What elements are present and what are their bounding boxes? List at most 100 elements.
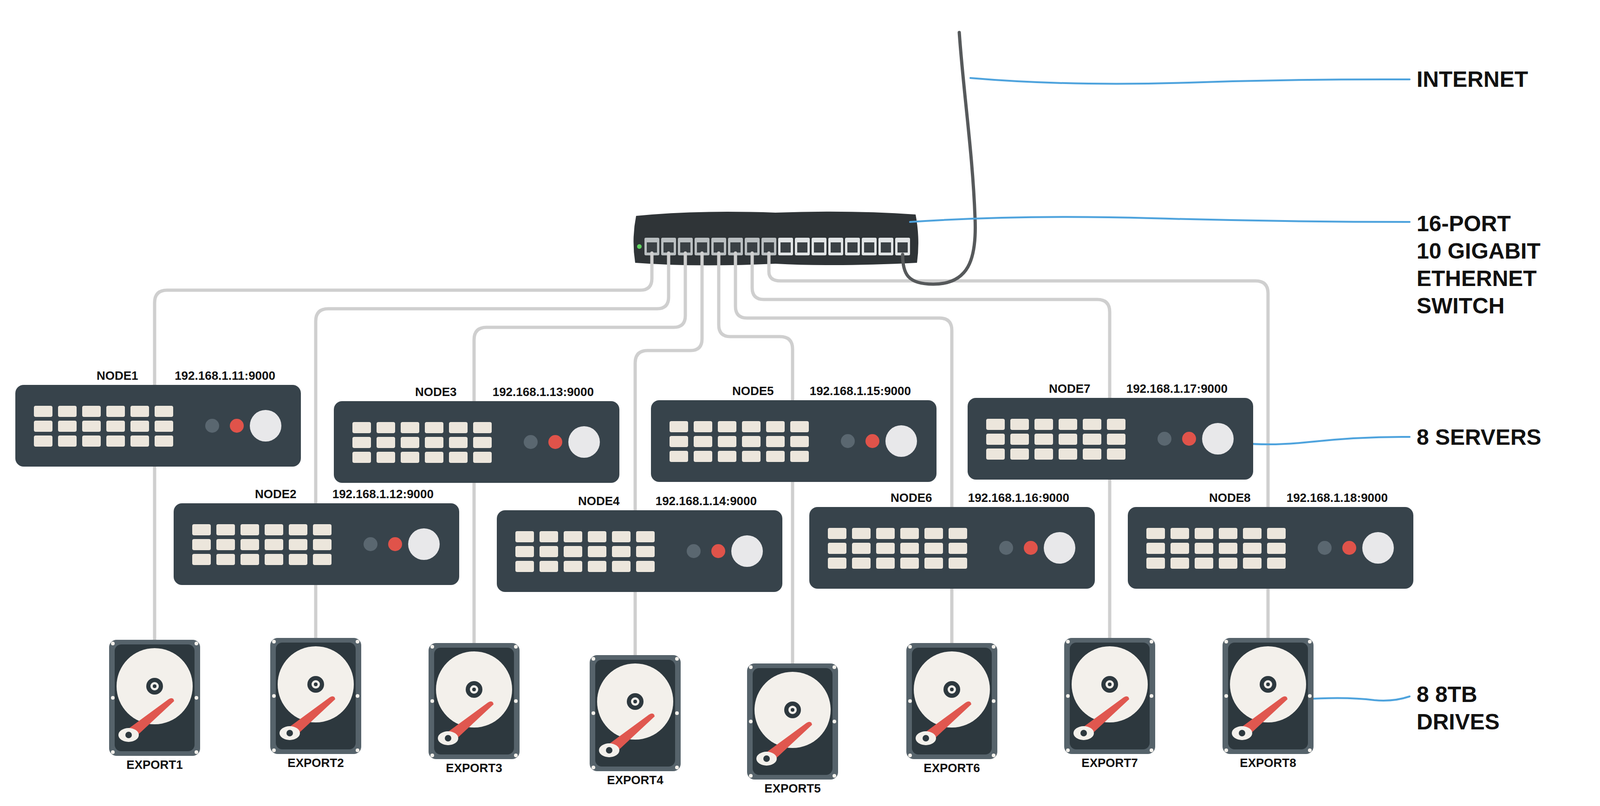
drive-bay	[948, 527, 968, 540]
drive-case	[270, 637, 362, 755]
screw	[675, 711, 679, 716]
server-shape	[15, 384, 301, 467]
drive-bay	[1267, 527, 1286, 540]
drive-shape	[906, 643, 998, 760]
status-light	[363, 537, 378, 552]
hub-ring	[1263, 680, 1273, 689]
drive-bay	[216, 524, 235, 536]
screw	[748, 719, 753, 724]
drive-well	[1069, 642, 1150, 750]
pivot-pin	[763, 755, 770, 762]
drive-bay	[717, 421, 737, 433]
power-light	[388, 537, 403, 552]
drive-bay	[1170, 557, 1190, 569]
drive-bay	[33, 435, 53, 447]
drive-bay	[1034, 448, 1054, 460]
server-node: NODE5192.168.1.15:9000	[650, 383, 937, 482]
drive-node: EXPORT1	[107, 639, 202, 772]
server-chassis	[496, 510, 783, 592]
drive-bay	[1218, 542, 1238, 554]
drive-bay	[900, 557, 919, 569]
screw	[110, 641, 115, 646]
power-light	[229, 418, 244, 433]
drive-name: EXPORT1	[107, 757, 202, 772]
drive-bay	[693, 450, 713, 462]
server-heading: NODE1192.168.1.11:9000	[15, 368, 301, 385]
drive-bay	[741, 421, 761, 433]
cable-connector	[791, 481, 795, 664]
server-chassis	[1127, 507, 1414, 589]
screw	[355, 748, 360, 753]
screw	[1066, 748, 1070, 753]
drive-bay	[1034, 418, 1054, 430]
screw	[430, 699, 435, 703]
drive-bay	[192, 553, 211, 566]
drive-bay	[587, 546, 607, 558]
drive-bay	[587, 531, 607, 543]
server-shape	[173, 503, 460, 586]
drive-bay	[106, 420, 125, 432]
drive-node: EXPORT4	[587, 655, 683, 787]
screw	[748, 665, 753, 670]
drive-node: EXPORT6	[904, 643, 1000, 775]
port-hole	[780, 242, 791, 253]
port	[878, 237, 894, 256]
drive-bay	[611, 560, 631, 573]
port	[811, 237, 827, 256]
ip-address: 192.168.1.11:9000	[174, 368, 276, 384]
drive-bay	[766, 450, 785, 462]
screw	[272, 694, 276, 698]
drive-name: EXPORT3	[426, 760, 522, 775]
status-light	[1157, 431, 1172, 446]
screw	[832, 665, 837, 670]
pivot-pin	[125, 731, 132, 739]
drive-bay	[1242, 557, 1262, 569]
server-name: NODE6	[890, 490, 933, 506]
drive-bay	[400, 436, 420, 449]
screw	[1224, 694, 1229, 698]
drive-bay	[852, 557, 871, 569]
pivot-pin	[444, 734, 452, 742]
hub-ring	[630, 697, 640, 706]
drive-bay	[1082, 418, 1102, 430]
hub-center	[1107, 682, 1112, 687]
drive-bay	[154, 405, 174, 417]
drive-bay	[400, 451, 420, 463]
hub	[307, 676, 325, 693]
port-hole	[696, 242, 708, 253]
drive-bay	[515, 560, 534, 573]
drive-bay	[130, 435, 150, 447]
server-heading: NODE3192.168.1.13:9000	[333, 384, 620, 402]
drive-bay	[900, 542, 919, 554]
cable-connector	[633, 591, 638, 656]
screw	[1066, 639, 1070, 644]
screw	[513, 699, 518, 703]
drive-bay	[376, 422, 396, 434]
drive-bay	[312, 553, 332, 566]
hub-ring	[311, 680, 320, 689]
screw	[832, 719, 837, 724]
arm-pivot	[1231, 726, 1253, 741]
cable-connector	[472, 482, 476, 644]
drive-bay	[1218, 527, 1238, 540]
drive-bay	[1010, 418, 1029, 430]
power-light	[1182, 431, 1197, 446]
drive-bay	[1010, 433, 1029, 445]
drive-bay	[352, 436, 371, 449]
drive-bay	[924, 527, 944, 540]
ip-address: 192.168.1.14:9000	[655, 493, 757, 509]
drive-bay	[106, 435, 125, 447]
power-light	[1342, 540, 1357, 555]
drive-bay	[766, 435, 785, 448]
drive-well	[911, 647, 992, 755]
cable-connector	[314, 585, 318, 638]
drive-bay	[669, 450, 689, 462]
arm-pivot	[1073, 726, 1094, 741]
drive-bay	[563, 546, 583, 558]
drive-bay	[376, 436, 396, 449]
server-chassis	[809, 507, 1095, 589]
hub-center	[633, 699, 638, 704]
server-name: NODE3	[415, 384, 457, 400]
server-chassis	[333, 401, 620, 483]
pivot-pin	[1238, 729, 1246, 737]
